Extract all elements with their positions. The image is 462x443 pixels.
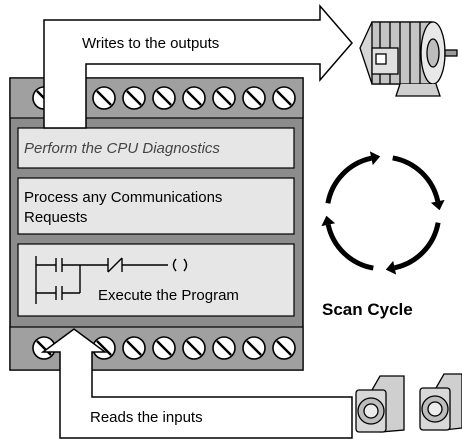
cycle-arrowhead [430, 199, 445, 211]
cycle-arc [325, 155, 372, 204]
cycle-arc [325, 224, 374, 271]
terminal-screw-icon [242, 336, 266, 360]
diagnostics-label: Perform the CPU Diagnostics [24, 140, 220, 157]
outputs-arrow [43, 3, 353, 129]
terminal-screw-icon [122, 86, 146, 110]
terminal-screw-icon [272, 336, 296, 360]
scan-cycle-label: Scan Cycle [322, 300, 413, 319]
diagnostics-panel [17, 127, 295, 169]
terminal-screw-icon [272, 86, 296, 110]
cycle-arrowhead [385, 260, 397, 275]
pushbutton-icon [355, 375, 405, 433]
terminal-screw-icon [152, 336, 176, 360]
outputs-arrow-label: Writes to the outputs [82, 35, 219, 52]
terminal-screw-icon [122, 336, 146, 360]
terminal-screw-icon [242, 86, 266, 110]
inputs-arrow-label: Reads the inputs [90, 409, 203, 426]
terminal-screw-icon [182, 86, 206, 110]
communications-label-line2: Requests [24, 209, 87, 226]
terminal-screw-icon [92, 336, 116, 360]
terminal-screw-icon [212, 336, 236, 360]
motor-icon [359, 21, 458, 97]
terminal-screw-icon [152, 86, 176, 110]
program-panel [17, 243, 295, 317]
ladder-logic-icon [35, 256, 188, 304]
scan-cycle-icon [321, 151, 445, 275]
pushbutton-icon [419, 373, 462, 431]
terminal-screw-icon [92, 86, 116, 110]
terminal-screw-icon [212, 86, 236, 110]
communications-label-line1: Process any Communications [24, 189, 222, 206]
cycle-arc [394, 222, 441, 271]
terminal-screw-icon [182, 336, 206, 360]
cycle-arc [392, 155, 441, 202]
bottom-terminals [32, 336, 296, 360]
communications-panel [17, 177, 295, 235]
cycle-arrowhead [321, 215, 336, 227]
inputs-arrow [40, 328, 353, 439]
program-label: Execute the Program [98, 287, 239, 304]
cycle-arrowhead [369, 151, 381, 166]
